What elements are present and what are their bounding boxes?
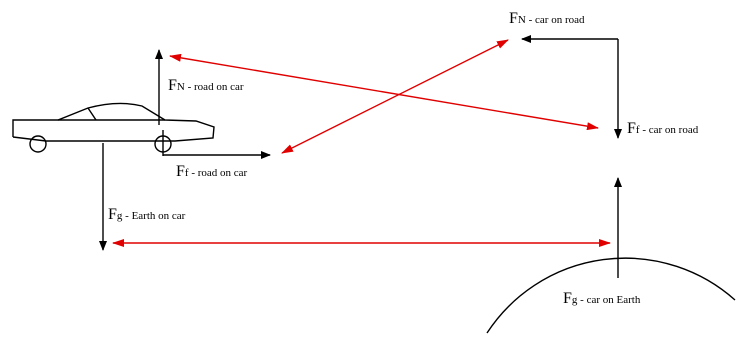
label-fn-car-on-road: FN - car on road [509,10,585,27]
label-ff-road-on-car: Ff - road on car [176,163,248,180]
force-normal-car-on-road-arrow [521,35,619,110]
earth-arc [486,257,736,334]
label-ff-car-on-road: Ff - car on road [627,120,699,137]
label-fg-car-on-earth: Fg - car on Earth [563,290,641,307]
car-drawing [12,102,215,156]
rear-wheel [29,135,47,153]
label-fg-earth-on-car: Fg - Earth on car [108,206,186,223]
label-fn-road-on-car: FN - road on car [168,77,244,94]
pair-connector-friction [281,39,509,154]
